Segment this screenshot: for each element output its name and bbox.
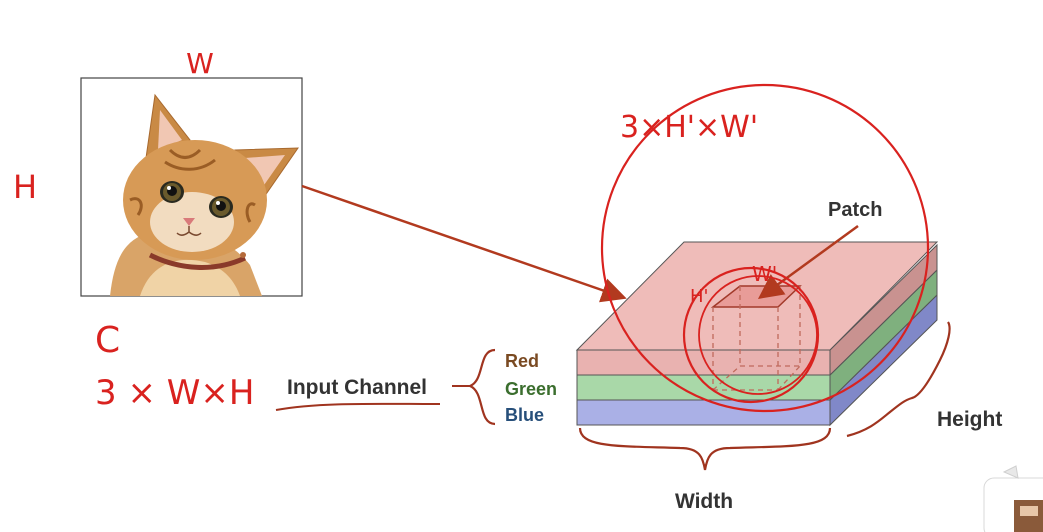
patch-label: Patch [828,199,882,221]
image-to-volume-arrow [301,184,627,303]
patch-width-label: W' [752,262,777,286]
width-label: W [186,47,214,80]
width-brace [578,427,832,471]
height-caption: Height [937,408,1002,431]
patch-arrow [757,224,859,299]
kitten-image [80,77,303,297]
channel-brace [467,348,496,426]
corner-thumbnail[interactable] [983,465,1043,532]
channel-blue-label: Blue [505,405,544,425]
shape-label: 3 × W×H [95,373,254,413]
outer-circle [600,83,930,413]
channel-red-label: Red [505,351,539,371]
input-channel-label: Input Channel [287,376,427,399]
inner-circle-2 [698,275,818,395]
height-brace [846,321,951,438]
input-channel-underline [275,402,441,411]
channel-green-label: Green [505,379,557,399]
height-label: H [13,168,37,206]
patch-shape-label: 3×H'×W' [620,110,758,145]
patch-height-label: H' [690,286,708,307]
width-caption: Width [675,490,733,513]
channels-label: C [95,320,120,361]
inner-circle [682,266,820,404]
